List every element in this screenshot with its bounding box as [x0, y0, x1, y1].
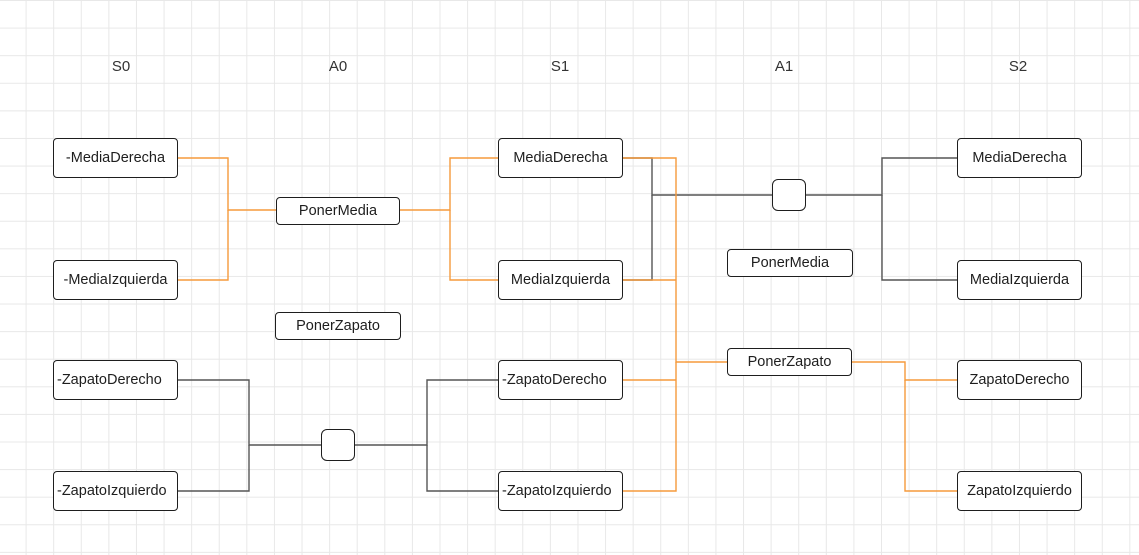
s2-node-media-derecha[interactable]: MediaDerecha: [957, 138, 1082, 178]
s0-node-media-izquierda[interactable]: -MediaIzquierda: [53, 260, 178, 300]
a1-action-poner-media[interactable]: PonerMedia: [727, 249, 853, 277]
wire-s0-media-izquierda-to-poner-media: [178, 210, 229, 281]
a0-action-poner-media[interactable]: PonerMedia: [276, 197, 400, 225]
column-label-s1: S1: [550, 58, 570, 75]
wire-poner-media-to-s1-media-izquierda: [449, 210, 498, 281]
wire-noop-to-s1-zapato-derecho: [355, 379, 498, 446]
s1-node-media-izquierda[interactable]: MediaIzquierda: [498, 260, 623, 300]
column-label-s2: S2: [1008, 58, 1028, 75]
s2-node-media-izquierda[interactable]: MediaIzquierda: [957, 260, 1082, 300]
a1-action-poner-zapato[interactable]: PonerZapato: [727, 348, 852, 376]
a1-zapato-connections: [623, 157, 957, 492]
wire-s1-media-derecha-to-noop: [623, 157, 772, 196]
wire-s1-zapato-izquierdo-to-poner-zapato: [623, 362, 677, 492]
a0-action-poner-zapato[interactable]: PonerZapato: [275, 312, 401, 340]
s0-node-zapato-izquierdo[interactable]: -ZapatoIzquierdo: [53, 471, 178, 511]
s0-node-media-derecha[interactable]: -MediaDerecha: [53, 138, 178, 178]
wire-poner-media-to-s1-media-derecha: [400, 157, 498, 211]
a1-noop-box[interactable]: [772, 179, 806, 211]
wire-s0-zapato-izquierdo-to-noop: [178, 445, 250, 492]
s0-node-zapato-derecho[interactable]: -ZapatoDerecho: [53, 360, 178, 400]
wire-poner-zapato-to-s2-zapato-izquierdo: [904, 380, 957, 492]
wire-poner-zapato-to-s2-zapato-derecho: [852, 361, 957, 381]
s2-node-zapato-izquierdo[interactable]: ZapatoIzquierdo: [957, 471, 1082, 511]
s1-node-zapato-derecho[interactable]: -ZapatoDerecho: [498, 360, 623, 400]
column-label-a0: A0: [328, 58, 348, 75]
wire-noop-to-s2-media-derecha: [806, 157, 957, 196]
wire-s1-media-derecha-to-poner-zapato: [623, 157, 727, 363]
a0-media-connections: [178, 157, 498, 281]
wire-noop-to-s1-zapato-izquierdo: [426, 445, 498, 492]
s2-node-zapato-derecho[interactable]: ZapatoDerecho: [957, 360, 1082, 400]
wire-noop-to-s2-media-izquierda: [881, 195, 957, 281]
column-label-a1: A1: [774, 58, 794, 75]
a0-zapato-noop-connections: [178, 379, 498, 492]
wire-s0-media-derecha-to-poner-media: [178, 157, 276, 211]
a0-noop-box[interactable]: [321, 429, 355, 461]
wire-s0-zapato-derecho-to-noop: [178, 379, 321, 446]
column-label-s0: S0: [111, 58, 131, 75]
s1-node-media-derecha[interactable]: MediaDerecha: [498, 138, 623, 178]
s1-node-zapato-izquierdo[interactable]: -ZapatoIzquierdo: [498, 471, 623, 511]
wire-s1-media-izquierda-to-noop: [623, 195, 653, 281]
